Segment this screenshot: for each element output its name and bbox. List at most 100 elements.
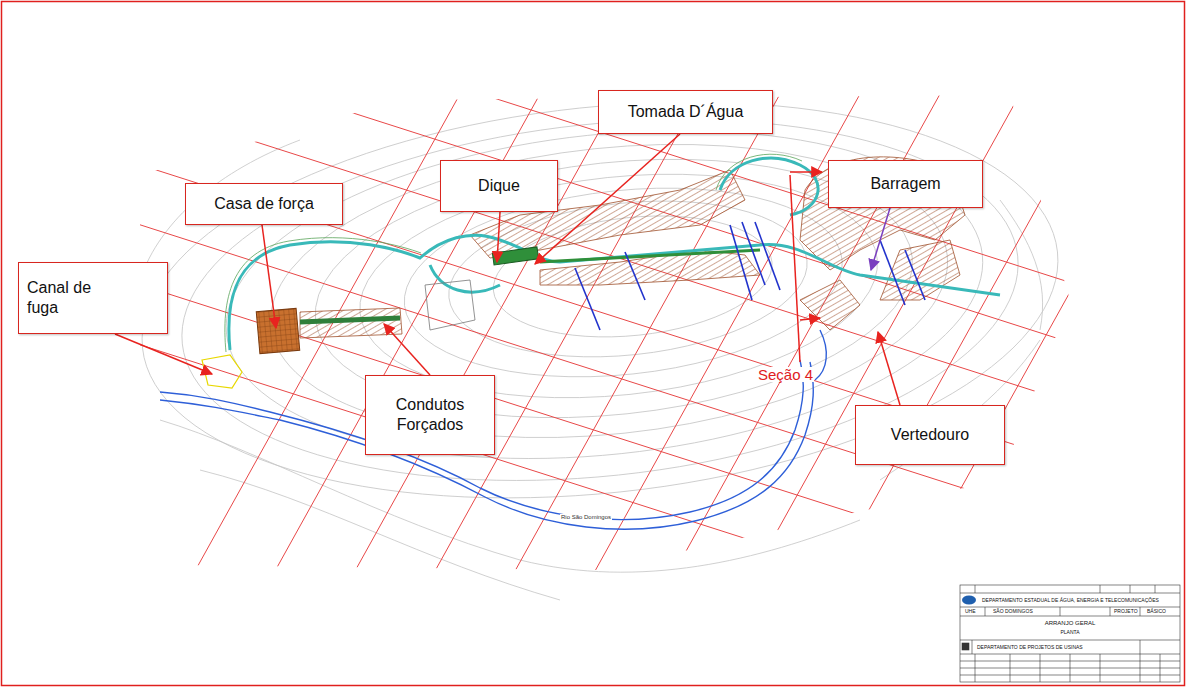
title-block [1100,585,1101,593]
title-block [962,596,976,605]
survey-grid [100,212,1100,532]
section-cut-lines [755,222,780,290]
penstock [300,318,400,322]
title-block [1100,654,1101,682]
headrace-canal [540,250,760,262]
river [160,362,813,529]
callout-text: Tomada D´Água [628,102,744,122]
contour-lines [140,140,1043,600]
survey-grid [430,94,700,580]
embankment-hatch [540,250,760,285]
title-block [1060,607,1061,616]
section-line [790,175,800,362]
section-label: Seção 4 [757,367,814,382]
section-cut-lines [625,252,645,300]
title-block [960,640,1180,641]
contour-lines [122,60,1077,540]
title-block [960,593,1180,594]
title-block-text: BÁSICO [1146,609,1167,614]
powerhouse [256,308,300,353]
contour-lines [160,420,860,572]
title-block [960,585,1180,682]
title-block [975,585,976,593]
survey-grid [100,32,1100,352]
section-cut-lines [905,250,925,300]
callout-arrow [871,208,890,270]
title-block-text: PLANTA [1059,630,1080,635]
access-road [430,265,500,292]
powerhouse [256,308,300,353]
title-block-text: PROJETO [1113,609,1139,614]
title-block [1010,654,1011,682]
title-block [1110,607,1111,616]
callout-box: Tomada D´Água [598,90,773,134]
penstock [300,318,400,322]
callout-arrow [115,334,212,374]
survey-grid [100,0,1180,652]
headrace-canal [540,250,760,262]
title-block [1140,607,1141,616]
survey-grid [590,94,860,580]
callout-arrow [878,332,900,405]
title-block [1140,654,1141,682]
access-road [716,154,802,190]
callout-box: Barragem [828,160,983,208]
title-block [975,654,976,682]
callout-arrow [262,225,276,328]
powerhouse [256,308,300,353]
tailrace-outline [202,355,242,388]
embankment-hatch [300,308,402,338]
survey-grid [100,332,1100,652]
contour-lines [164,81,1036,519]
title-block [1160,654,1161,682]
survey-grid [750,94,1020,580]
contour-lines [200,470,560,600]
callout-text: Canal de fuga [27,278,111,318]
title-block [1130,585,1131,593]
callout-arrow [384,324,430,375]
intake [492,247,538,265]
callout-arrow [871,208,890,270]
access-road [225,238,421,352]
title-block [972,640,973,654]
callout-text: Condutos Forçados [380,395,480,435]
section-cut-lines [730,225,752,300]
callout-arrow [115,134,900,405]
title-block [1040,654,1041,682]
section-cut-lines [575,222,925,330]
callout-box: Vertedouro [855,405,1005,465]
section-cut-lines [575,268,600,330]
title-block [1070,654,1071,682]
river-label: Rio São Domingos [560,514,612,520]
contour-lines [1000,200,1043,330]
title-block-text: ARRANJO GERAL [1044,620,1097,626]
title-block [960,585,1180,682]
structure-outline [425,280,475,330]
title-block [985,607,986,616]
title-block [1155,585,1156,593]
title-block-text: UHE [964,609,977,614]
intake [492,247,538,265]
title-block [1140,640,1141,654]
callout-text: Dique [478,176,520,196]
survey-grid [100,152,1100,472]
section-cut-lines [880,240,905,305]
section-cut-lines [742,222,765,285]
callout-box: Dique [440,160,558,212]
title-block [960,607,1180,608]
callout-text: Barragem [870,174,940,194]
section-line [790,172,822,362]
river [160,330,826,529]
title-block [960,616,1180,617]
title-block-text: SÃO DOMINGOS [992,609,1034,614]
title-block-text: DEPARTAMENTO ESTADUAL DE ÁGUA, ENERGIA E… [981,598,1160,603]
callout-arrow [497,212,500,262]
callout-text: Vertedouro [891,425,969,445]
access-road [720,158,818,215]
title-block [962,643,969,650]
callout-box: Condutos Forçados [365,375,495,455]
